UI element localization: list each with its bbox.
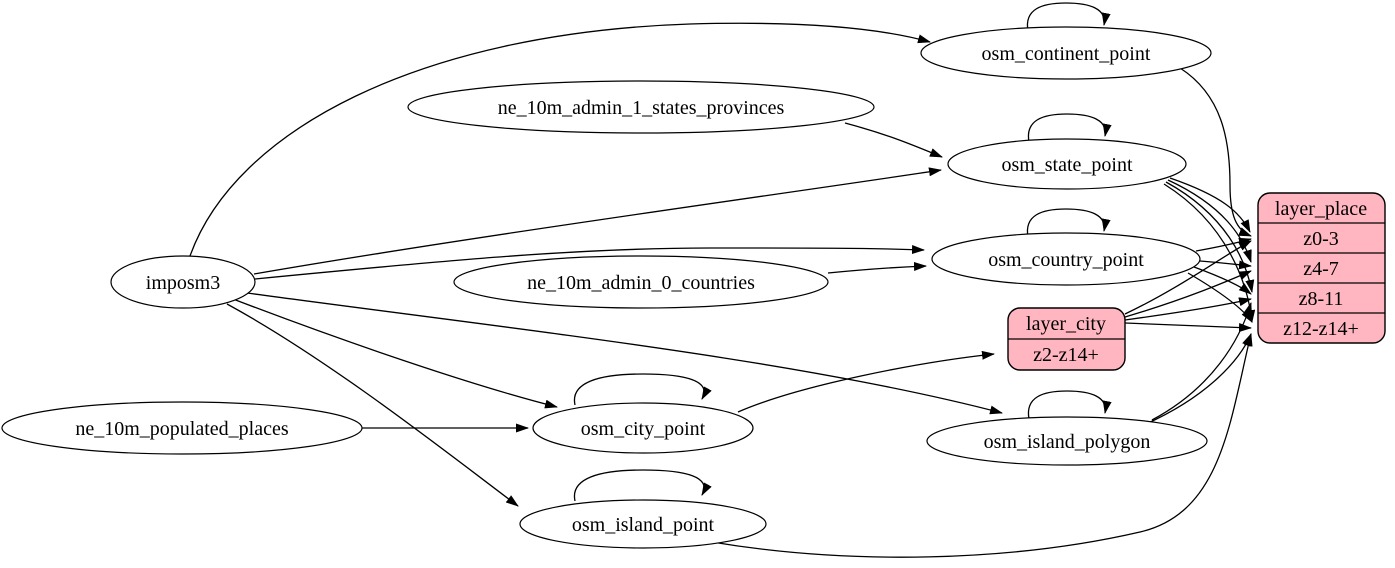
osm_continent_point-label: osm_continent_point <box>982 43 1151 65</box>
selfloop-osm_country_point <box>1026 208 1111 238</box>
edge-ne_10m_admin_1_states_provinces-osm_state_point <box>844 122 943 158</box>
edge-imposm3-osm_city_point <box>232 298 558 409</box>
layer_city-row-z2-z14: z2-z14+ <box>1033 344 1099 366</box>
osm_country_point-ellipse <box>931 232 1201 286</box>
edge-osm_country_point-layer_place-z0-3 <box>1195 237 1252 252</box>
selfloop-osm_continent_point <box>1026 2 1111 32</box>
ne_10m_admin_0_countries-label: ne_10m_admin_0_countries <box>527 272 755 294</box>
layer_city-title: layer_city <box>1026 313 1106 335</box>
edge-osm_continent_point-layer_place-z0-3 <box>1179 67 1252 237</box>
selfloop-osm_city_point <box>573 373 712 406</box>
edge-osm_island_point-layer_place-z12-z14 <box>711 333 1253 558</box>
node-ne_10m_admin_0_countries: ne_10m_admin_0_countries <box>453 255 829 309</box>
node-ne_10m_populated_places: ne_10m_populated_places <box>1 401 363 455</box>
node-osm_island_polygon: osm_island_polygon <box>926 416 1208 466</box>
edge-imposm3-osm_state_point <box>253 167 942 275</box>
edge-osm_state_point-layer_place-z8-11 <box>1165 181 1255 293</box>
edge-layer_city-layer_place-z12-z14 <box>1124 322 1252 333</box>
osm_state_point-ellipse <box>947 138 1187 190</box>
imposm3-ellipse <box>110 255 256 309</box>
layer_place-row-z12-z14: z12-z14+ <box>1283 318 1359 340</box>
record-layer_city: layer_city z2-z14+ <box>1007 307 1126 371</box>
edge-layer_city-layer_place-z0-3 <box>1124 240 1252 315</box>
layer_place-title: layer_place <box>1275 198 1367 220</box>
selfloop-osm_island_polygon <box>1027 390 1112 420</box>
layer_place-row-z0-3: z0-3 <box>1303 228 1339 250</box>
edge-imposm3-osm_continent_point <box>189 22 931 257</box>
osm_island_point-ellipse <box>519 499 767 549</box>
selfloop-osm_island_point <box>573 469 712 502</box>
layer_place-row-z8-11: z8-11 <box>1299 288 1344 310</box>
edge-osm_country_point-layer_place-z8-11 <box>1193 266 1252 295</box>
node-osm_country_point: osm_country_point <box>931 232 1201 286</box>
selfloop-osm_state_point <box>1027 113 1112 143</box>
edge-osm_state_point-layer_place-z4-7 <box>1167 179 1252 263</box>
ne_10m_admin_1_states_provinces-label: ne_10m_admin_1_states_provinces <box>498 97 785 119</box>
osm_city_point-ellipse <box>532 402 754 454</box>
node-osm_continent_point: osm_continent_point <box>920 26 1212 80</box>
osm_continent_point-ellipse <box>920 26 1212 80</box>
osm_city_point-label: osm_city_point <box>581 418 706 440</box>
edge-osm_island_polygon-layer_place-z8-11 <box>1151 302 1252 421</box>
ne_10m_admin_1_states_provinces-ellipse <box>407 80 875 134</box>
node-osm_state_point: osm_state_point <box>947 138 1187 190</box>
edge-ne_10m_admin_0_countries-osm_country_point <box>827 261 927 274</box>
imposm3-label: imposm3 <box>146 272 220 294</box>
osm_country_point-label: osm_country_point <box>988 249 1144 271</box>
node-ne_10m_admin_1_states_provinces: ne_10m_admin_1_states_provinces <box>407 80 875 134</box>
ne_10m_populated_places-label: ne_10m_populated_places <box>75 418 288 440</box>
layer_place-row-z4-7: z4-7 <box>1303 258 1339 280</box>
edge-imposm3-osm_island_polygon <box>246 292 1003 415</box>
ne_10m_admin_0_countries-ellipse <box>453 255 829 309</box>
edge-osm_state_point-layer_place-z0-3 <box>1169 177 1251 233</box>
node-osm_island_point: osm_island_point <box>519 499 767 549</box>
edge-imposm3-osm_country_point <box>254 245 925 280</box>
edge-layer_city-layer_place-z4-7 <box>1124 270 1252 318</box>
node-imposm3: imposm3 <box>110 255 256 309</box>
node-osm_city_point: osm_city_point <box>532 402 754 454</box>
record-layer_place: layer_place z0-3 z4-7 z8-11 z12-z14+ <box>1257 192 1386 344</box>
osm_island_polygon-label: osm_island_polygon <box>984 431 1151 453</box>
edge-osm_island_polygon-layer_place-z12-z14 <box>1145 333 1252 425</box>
edge-osm_country_point-layer_place-z4-7 <box>1199 260 1252 270</box>
osm_island_polygon-ellipse <box>926 416 1208 466</box>
edge-osm_city_point-layer_city-z2 <box>737 350 995 413</box>
edge-layer_city-layer_place-z8-11 <box>1124 297 1252 321</box>
nodes-layer: imposm3 ne_10m_admin_1_states_provinces … <box>1 26 1212 549</box>
osm_island_point-label: osm_island_point <box>572 514 715 536</box>
edge-osm_country_point-layer_place-z12-z14 <box>1187 272 1253 323</box>
ne_10m_populated_places-ellipse <box>1 401 363 455</box>
edges-layer <box>189 2 1256 558</box>
edge-imposm3-osm_island_point <box>226 303 519 507</box>
layer_place-box <box>1257 192 1386 344</box>
osm_state_point-label: osm_state_point <box>1001 154 1133 176</box>
